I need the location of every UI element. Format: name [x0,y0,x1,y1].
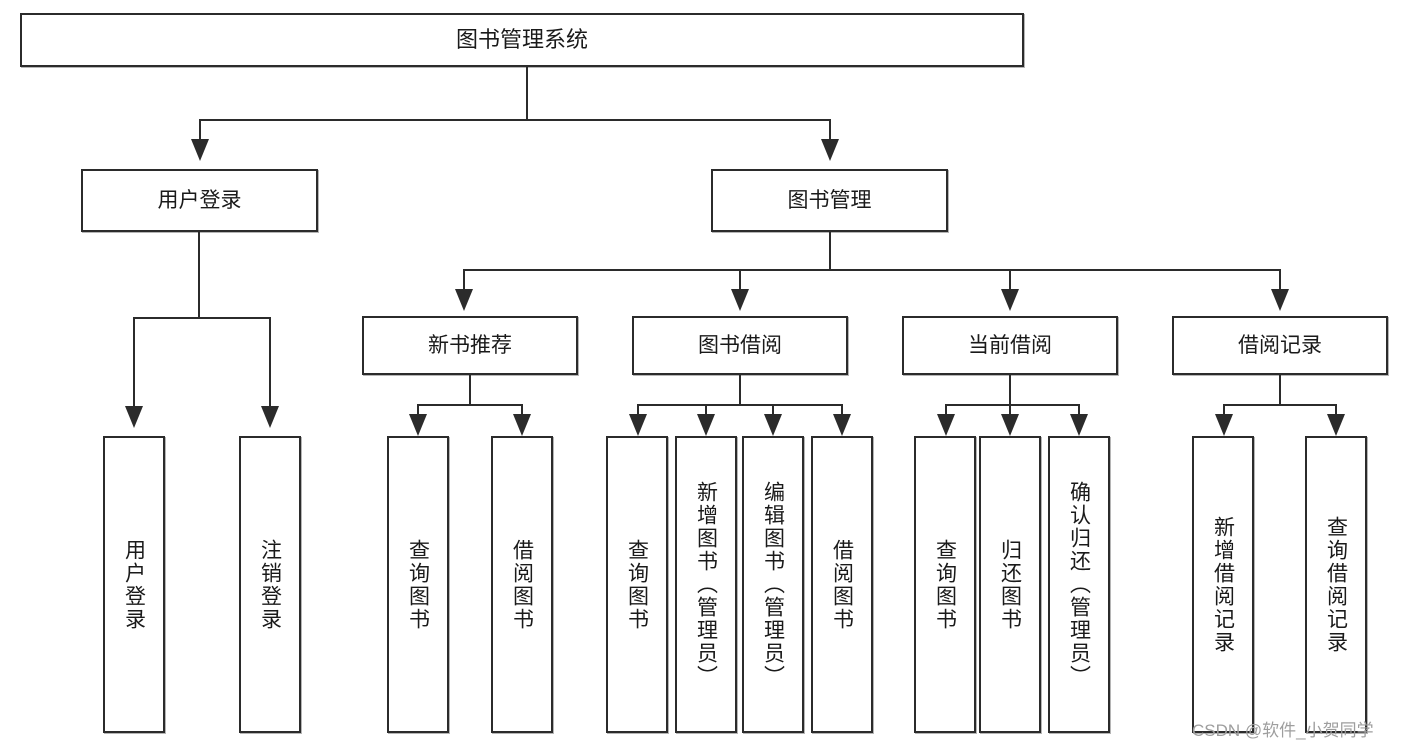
node-label: 注销登录 [258,538,282,631]
connector-user-login-bus [133,317,271,319]
arrowhead-record-leaf-1 [1215,414,1233,436]
arrowhead-current-leaf-2 [1001,414,1019,436]
connector-book-mgmt-stem [829,232,831,271]
arrowhead-level2-1 [191,139,209,161]
leaf-borrow-edit-book-admin[interactable]: 编辑图书（管理员） [742,436,804,733]
leaf-record-add-record[interactable]: 新增借阅记录 [1192,436,1254,733]
arrowhead-level2-2 [821,139,839,161]
leaf-recommend-borrow-book[interactable]: 借阅图书 [491,436,553,733]
node-label: 查询图书 [625,538,649,631]
connector-level3-bus [463,269,1281,271]
node-new-book-recommend[interactable]: 新书推荐 [362,316,578,375]
connector-user-login-stem [198,232,200,318]
connector-borrow-bus [637,404,843,406]
node-label: 新增借阅记录 [1211,515,1235,654]
node-label: 新增图书（管理员） [694,481,718,688]
leaf-record-query-record[interactable]: 查询借阅记录 [1305,436,1367,733]
arrowhead-recommend-leaf-1 [409,414,427,436]
node-book-borrow[interactable]: 图书借阅 [632,316,848,375]
connector-level2-drop-2 [829,119,831,141]
connector-user-login-drop-1b [133,385,135,407]
leaf-borrow-add-book-admin[interactable]: 新增图书（管理员） [675,436,737,733]
leaf-borrow-query-book[interactable]: 查询图书 [606,436,668,733]
node-borrow-record[interactable]: 借阅记录 [1172,316,1388,375]
arrowhead-level3-3 [1001,289,1019,311]
arrowhead-level3-1 [455,289,473,311]
arrowhead-recommend-leaf-2 [513,414,531,436]
arrowhead-current-leaf-3 [1070,414,1088,436]
connector-recommend-bus [417,404,523,406]
leaf-recommend-query-book[interactable]: 查询图书 [387,436,449,733]
node-label: 图书管理 [787,188,872,212]
node-label: 借阅图书 [510,538,534,631]
connector-level2-drop-1 [199,119,201,141]
node-label: 编辑图书（管理员） [761,481,785,688]
node-current-borrow[interactable]: 当前借阅 [902,316,1118,375]
leaf-user-login-logout[interactable]: 注销登录 [239,436,301,733]
connector-current-stem [1009,375,1011,405]
node-label: 图书借阅 [698,333,782,357]
arrowhead-level3-4 [1271,289,1289,311]
leaf-user-login-login[interactable]: 用户登录 [103,436,165,733]
connector-level3-drop-4 [1279,269,1281,291]
arrowhead-record-leaf-2 [1327,414,1345,436]
node-label: 查询借阅记录 [1324,515,1348,654]
arrowhead-borrow-leaf-2 [697,414,715,436]
node-user-login[interactable]: 用户登录 [81,169,318,232]
node-label: 借阅图书 [830,538,854,631]
node-label: 借阅记录 [1238,333,1322,357]
arrowhead-borrow-leaf-3 [764,414,782,436]
node-label: 归还图书 [998,538,1022,631]
node-root-system[interactable]: 图书管理系统 [20,13,1024,67]
node-label: 当前借阅 [968,333,1052,357]
arrowhead-level3-2 [731,289,749,311]
arrowhead-user-login-leaf-1 [125,406,143,428]
connector-recommend-stem [469,375,471,405]
arrowhead-borrow-leaf-1 [629,414,647,436]
connector-current-bus [945,404,1080,406]
connector-record-stem [1279,375,1281,405]
node-label: 查询图书 [933,538,957,631]
node-label: 用户登录 [122,538,146,631]
node-label: 确认归还（管理员） [1067,481,1091,688]
csdn-watermark: CSDN @软件_小贺同学 [1192,721,1374,740]
connector-level3-drop-3 [1009,269,1011,291]
connector-level3-drop-2 [739,269,741,291]
node-book-management[interactable]: 图书管理 [711,169,948,232]
connector-level3-drop-1 [463,269,465,291]
connector-user-login-drop-1 [133,317,135,387]
connector-user-login-drop-2b [269,385,271,407]
leaf-borrow-borrow-book[interactable]: 借阅图书 [811,436,873,733]
node-label: 新书推荐 [428,333,512,357]
connector-user-login-drop-2 [269,317,271,387]
connector-record-bus [1223,404,1337,406]
arrowhead-user-login-leaf-2 [261,406,279,428]
leaf-current-return-book[interactable]: 归还图书 [979,436,1041,733]
arrowhead-borrow-leaf-4 [833,414,851,436]
connector-level2-bus [199,119,831,121]
node-label: 用户登录 [157,188,242,212]
connector-borrow-stem [739,375,741,405]
leaf-current-query-book[interactable]: 查询图书 [914,436,976,733]
leaf-current-confirm-return-admin[interactable]: 确认归还（管理员） [1048,436,1110,733]
connector-root-stem [526,67,528,120]
node-label: 图书管理系统 [455,26,588,52]
arrowhead-current-leaf-1 [937,414,955,436]
node-label: 查询图书 [406,538,430,631]
